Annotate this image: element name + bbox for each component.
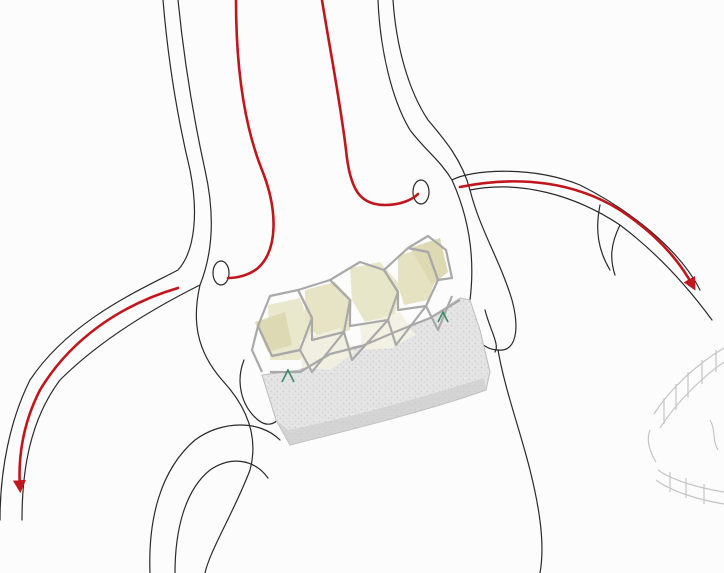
heart-valve-icon xyxy=(252,236,490,445)
left-branch-flow-arrow xyxy=(20,288,178,488)
left-root-wall xyxy=(196,285,253,573)
right-side-branch-2 xyxy=(612,225,620,275)
left-coronary-ostium xyxy=(213,261,229,285)
left-ventricle-inner xyxy=(175,461,268,573)
right-coronary-flow-line xyxy=(322,0,418,205)
left-vessel-outer-wall xyxy=(0,0,194,520)
fence-rail-bottom xyxy=(658,470,724,492)
right-sinus-pocket xyxy=(485,310,496,352)
fence-rail-bottom-2 xyxy=(656,480,724,504)
right-branch-flow-arrow xyxy=(460,181,693,286)
fence-scribble xyxy=(648,420,718,462)
background-fence-sketch xyxy=(648,348,724,504)
right-ventricle-curve xyxy=(498,350,542,573)
left-vessel-inner-wall xyxy=(22,0,211,520)
fence-rail-mid xyxy=(660,362,724,428)
leaflet-center xyxy=(350,262,400,322)
right-coronary-ostium xyxy=(413,180,429,204)
left-coronary-flow-line xyxy=(228,0,274,278)
left-ventricle-curve xyxy=(150,425,280,573)
